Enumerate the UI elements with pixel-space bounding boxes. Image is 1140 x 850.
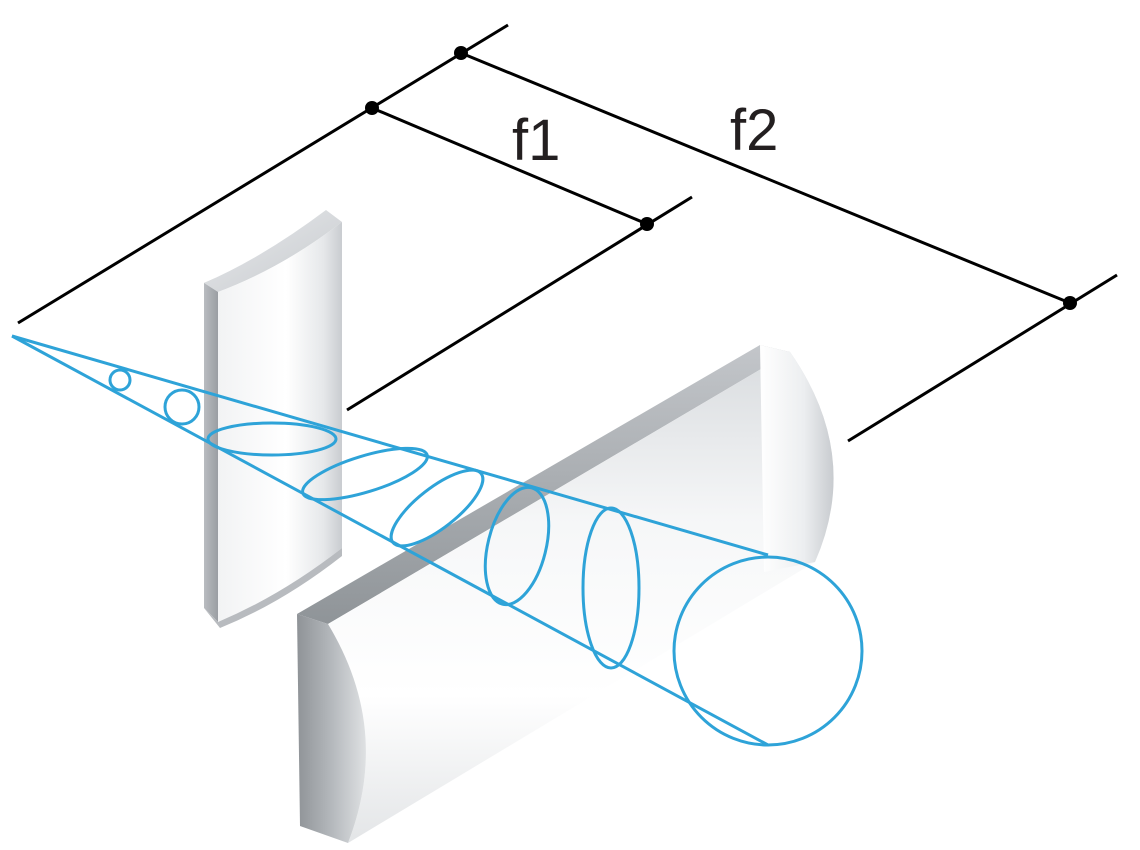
beam-cross-section-7 xyxy=(581,506,641,670)
f2-end-dot xyxy=(1063,296,1077,310)
horizontal-cylindrical-lens xyxy=(297,345,834,843)
dimension-lines xyxy=(17,23,1118,443)
beam-cross-section-6 xyxy=(483,485,551,607)
f1-label: f1 xyxy=(512,108,560,173)
f2-label: f2 xyxy=(730,98,778,163)
beam-cross-section-2 xyxy=(163,388,201,426)
f1-start-dot xyxy=(365,101,379,115)
f1-end-dot xyxy=(640,217,654,231)
f2-dimension-line xyxy=(460,51,1071,305)
lens2-top-surface xyxy=(297,345,790,624)
lens1-top-cap xyxy=(204,210,342,292)
lens2-plane-line xyxy=(847,273,1118,443)
beam-cross-section-3 xyxy=(206,421,338,457)
f2-start-dot xyxy=(454,46,468,60)
lens2-right-end xyxy=(760,345,834,572)
beam-cross-section-4 xyxy=(301,446,429,502)
vertical-cylindrical-lens xyxy=(204,210,342,628)
beam-lower-edge xyxy=(11,334,769,747)
lens2-curved-face xyxy=(328,352,834,843)
f1-dimension-line xyxy=(371,106,648,226)
lens1-flat-side xyxy=(204,277,218,622)
beam-output-circle xyxy=(672,555,864,747)
laser-beam xyxy=(11,334,864,747)
beam-cross-section-5 xyxy=(389,468,485,548)
focal-plane-left-line xyxy=(17,23,509,325)
beam-upper-edge xyxy=(11,334,769,557)
lens2-left-end xyxy=(297,614,366,843)
beam-cross-section-1 xyxy=(108,368,132,392)
lens1-plane-line xyxy=(346,195,693,412)
